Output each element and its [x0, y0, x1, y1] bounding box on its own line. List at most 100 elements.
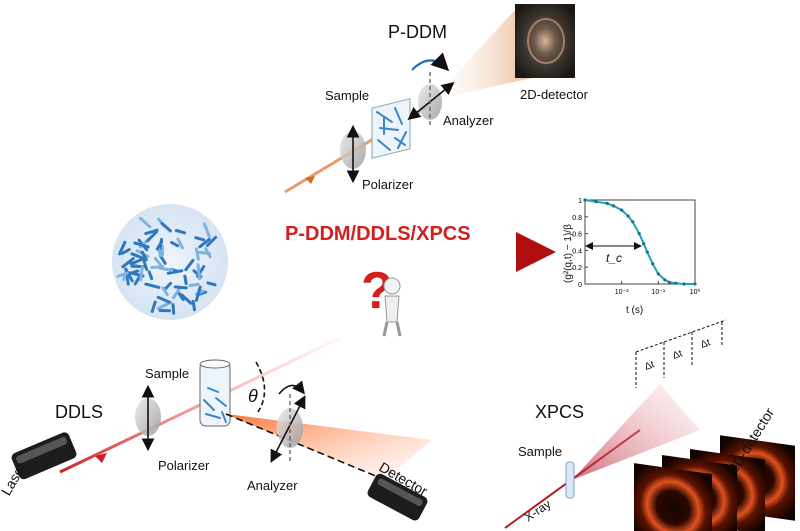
chart-x-tick-label: 10⁰ [690, 288, 701, 296]
suspension-rod [116, 271, 129, 278]
ddls-cuvette-top [199, 359, 231, 369]
chart-y-tick-label: 0.8 [572, 215, 582, 222]
ddls-angle-arc [255, 361, 266, 413]
suspension-rod [194, 285, 202, 302]
ddls-title: DDLS [55, 402, 103, 422]
chart-data-point [583, 198, 587, 202]
suspension-rod [124, 267, 134, 283]
chart-data-point [651, 262, 655, 266]
chart-y-tick-label: 0.6 [572, 232, 582, 239]
ddls-sample-label: Sample [145, 366, 189, 381]
chart-data-point [663, 278, 667, 282]
suspension-rod [206, 281, 217, 287]
chart-y-tick-label: 0.4 [572, 248, 582, 255]
suspension-rod [130, 252, 146, 261]
suspension-rod [184, 258, 195, 272]
suspension-rod [161, 286, 169, 297]
chart-series-markers [583, 198, 697, 286]
ddls-cuvette-rods [203, 387, 227, 423]
rod-suspension-rods [116, 216, 218, 315]
xpcs-setup: XPCS Sample X-ray Δt Δt Δt 2D-detector [504, 319, 795, 531]
xpcs-frame-1 [634, 463, 712, 531]
suspension-rod [120, 248, 131, 255]
chart-data-point [645, 250, 649, 254]
suspension-rod [155, 240, 163, 251]
suspension-rod [140, 250, 148, 262]
xpcs-dt-ticks [635, 322, 723, 388]
suspension-rod [133, 241, 150, 249]
ddls-setup: DDLS Laser Polarizer Sample θ [0, 336, 432, 521]
xpcs-sample [565, 461, 575, 499]
pddm-scatter-cone [432, 10, 532, 100]
suspension-rod [133, 274, 142, 286]
pddm-sample-rods [376, 107, 407, 151]
pddm-rotation-arrow [411, 52, 450, 72]
suspension-rod [194, 236, 206, 242]
center-title: P-DDM/DDLS/XPCS [285, 223, 471, 245]
chart-data-point [667, 280, 672, 284]
xpcs-dt-axis [635, 319, 727, 353]
suspension-rod [139, 265, 144, 282]
ddls-beam-arrow [95, 453, 107, 463]
ddls-analyzer-label: Analyzer [247, 478, 298, 493]
xpcs-dt-label-2: Δt [671, 348, 684, 362]
suspension-rod [180, 293, 193, 305]
chart-x-label: t (s) [626, 305, 643, 316]
chart-data-point [626, 214, 630, 218]
pddm-title: P-DDM [388, 22, 447, 42]
chart-x-tick-label: 10⁻¹ [651, 289, 665, 296]
suspension-rod [144, 282, 161, 289]
xpcs-scatter-cone [572, 384, 700, 480]
suspension-rod [174, 229, 186, 235]
suspension-rod [183, 274, 188, 286]
suspension-rod [172, 286, 182, 300]
chart-data-point [594, 200, 598, 204]
suspension-rod [194, 247, 200, 261]
suspension-rod [173, 285, 188, 290]
suspension-rod [146, 230, 158, 243]
suspension-rod [163, 281, 173, 291]
ddls-detector-icon [367, 473, 428, 521]
chart-data-point [682, 282, 686, 286]
suspension-rod [129, 257, 144, 266]
suspension-rod [206, 235, 218, 247]
suspension-rod [153, 256, 164, 268]
xpcs-dt-label-1: Δt [643, 359, 656, 373]
suspension-rod [160, 221, 172, 233]
chart-data-point [637, 232, 641, 236]
ddls-scatter-dashed-line [225, 413, 396, 485]
suspension-rod [204, 247, 212, 259]
pddm-detector-image [515, 4, 575, 78]
suspension-rod [118, 240, 127, 256]
chart-y-tick-label: 1 [578, 198, 582, 205]
xpcs-sample-label: Sample [518, 444, 562, 459]
suspension-rod [138, 216, 152, 229]
chart-data-point [642, 242, 646, 246]
chart-y-label: (g²(q,t) − 1)/β [563, 224, 574, 283]
suspension-rod [170, 240, 180, 248]
pddm-detector-ring [527, 18, 565, 64]
chart-y-tick-label: 0.2 [572, 265, 582, 272]
chart-annotation: t_c [606, 251, 622, 265]
chart-plot-area [584, 199, 696, 285]
pddm-beam-arrow [305, 176, 315, 184]
chart-data-point [605, 201, 609, 205]
chart-data-point [631, 220, 635, 224]
suspension-rod [171, 303, 176, 315]
chart-data-point [674, 281, 678, 285]
ddls-angle-label: θ [248, 386, 258, 406]
xpcs-dt-label-3: Δt [699, 337, 712, 351]
chart-x-tick-label: 10⁻² [615, 289, 629, 296]
suspension-rod [177, 292, 185, 301]
suspension-rod [147, 270, 154, 281]
suspension-rod [156, 295, 171, 304]
suspension-rod [158, 266, 174, 272]
suspension-rod [156, 301, 173, 310]
suspension-rod [142, 257, 149, 271]
pddm-sample-label: Sample [325, 88, 369, 103]
xpcs-xray-label: X-ray [522, 497, 554, 525]
suspension-rod [176, 237, 184, 250]
